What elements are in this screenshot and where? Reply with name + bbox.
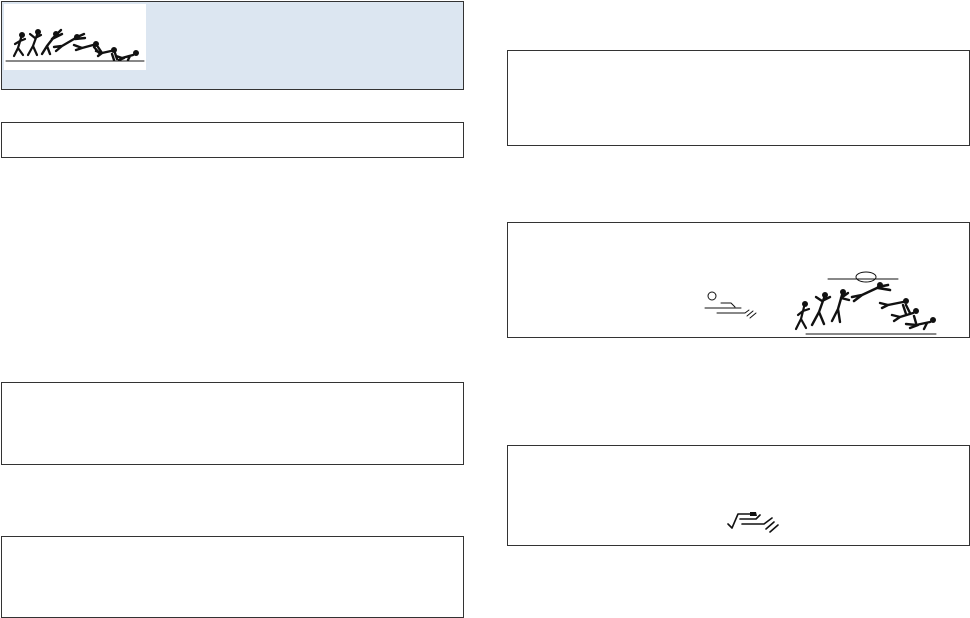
logo bbox=[4, 4, 146, 70]
left-box-1 bbox=[1, 122, 464, 158]
header-banner bbox=[1, 1, 464, 90]
ball-roll-symbol-icon bbox=[704, 291, 757, 319]
dive-roll-sequence-icon bbox=[794, 271, 937, 335]
gymnast-roll-sequence-icon bbox=[5, 28, 145, 62]
right-box-1 bbox=[507, 50, 970, 146]
prone-floor-symbol-icon bbox=[727, 512, 779, 533]
left-box-2 bbox=[1, 382, 464, 465]
left-box-3 bbox=[1, 536, 464, 618]
right-box-3 bbox=[507, 445, 970, 546]
right-box-2 bbox=[507, 222, 970, 338]
